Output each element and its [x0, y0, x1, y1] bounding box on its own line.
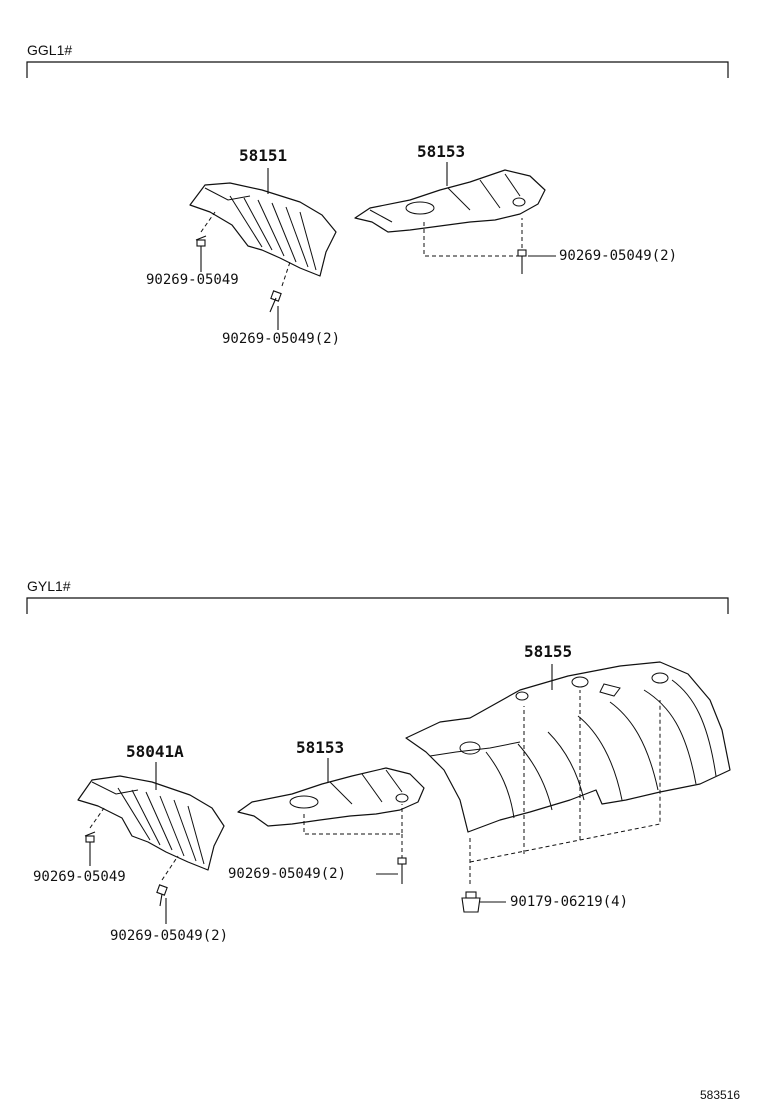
heat-insulator-58153 [354, 169, 546, 233]
fastener-code-label: 90269-05049(2) [228, 866, 347, 882]
pin-fastener-icon [156, 884, 168, 907]
variant-label: GGL1# [27, 42, 73, 58]
section-2-bracket [26, 597, 729, 614]
heat-insulator-58155 [405, 661, 731, 833]
fastener-code-label: 90269-05049(2) [559, 248, 678, 264]
heat-insulator-58041a [77, 775, 225, 871]
heat-insulator-58151 [189, 182, 337, 277]
bolt-fastener-icon [517, 249, 527, 274]
variant-label: GYL1# [27, 578, 71, 594]
pin-fastener-icon [84, 831, 96, 866]
heat-insulator-58153 [237, 767, 425, 827]
part-number-label: 58155 [524, 642, 573, 661]
pin-fastener-icon [269, 290, 282, 313]
part-number-label: 58041A [126, 742, 184, 761]
section-1-bracket [26, 61, 729, 78]
part-number-label: 58153 [296, 738, 345, 757]
fastener-code-label: 90269-05049(2) [222, 331, 341, 347]
fastener-code-label: 90269-05049 [146, 272, 239, 288]
diagram-id: 583516 [700, 1088, 741, 1102]
fastener-code-label: 90269-05049 [33, 869, 126, 885]
fastener-code-label: 90179-06219(4) [510, 894, 629, 910]
bolt-fastener-icon [397, 857, 407, 884]
clip-fastener-icon [461, 891, 481, 913]
fastener-code-label: 90269-05049(2) [110, 928, 229, 944]
pin-fastener-icon [195, 235, 207, 262]
part-number-label: 58153 [417, 142, 466, 161]
part-number-label: 58151 [239, 146, 288, 165]
